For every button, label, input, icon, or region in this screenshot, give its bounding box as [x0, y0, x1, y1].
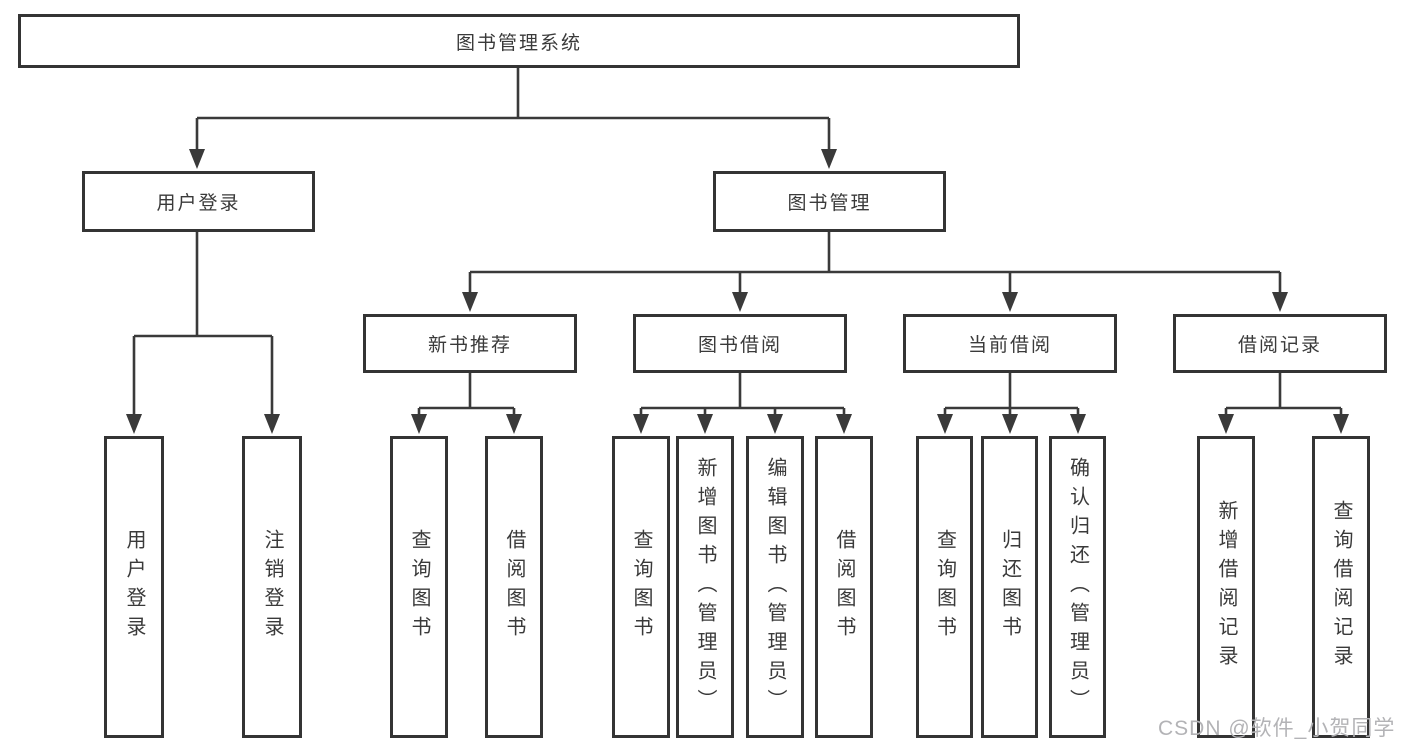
leaf-user-login: 用户登录	[104, 436, 164, 738]
leaf-borrow-books-recommend: 借阅图书	[485, 436, 543, 738]
leaf-return-books: 归还图书	[981, 436, 1038, 738]
leaf-query-borrow-record: 查询借阅记录	[1312, 436, 1370, 738]
leaf-add-book-admin: 新增图书（管理员）	[676, 436, 734, 738]
node-user-login: 用户登录	[82, 171, 315, 232]
node-borrow-records: 借阅记录	[1173, 314, 1387, 373]
leaf-confirm-return-admin: 确认归还（管理员）	[1049, 436, 1106, 738]
leaf-query-books-recommend: 查询图书	[390, 436, 448, 738]
node-current-borrow: 当前借阅	[903, 314, 1117, 373]
leaf-add-borrow-record: 新增借阅记录	[1197, 436, 1255, 738]
leaf-borrow-books: 借阅图书	[815, 436, 873, 738]
leaf-query-books-borrow: 查询图书	[612, 436, 670, 738]
leaf-query-books-current: 查询图书	[916, 436, 973, 738]
csdn-watermark: CSDN @软件_小贺同学	[1158, 717, 1396, 740]
node-new-book-recommend: 新书推荐	[363, 314, 577, 373]
node-book-borrow: 图书借阅	[633, 314, 847, 373]
leaf-edit-book-admin: 编辑图书（管理员）	[746, 436, 804, 738]
node-book-management: 图书管理	[713, 171, 946, 232]
node-library-management-system: 图书管理系统	[18, 14, 1020, 68]
leaf-logout-login: 注销登录	[242, 436, 302, 738]
